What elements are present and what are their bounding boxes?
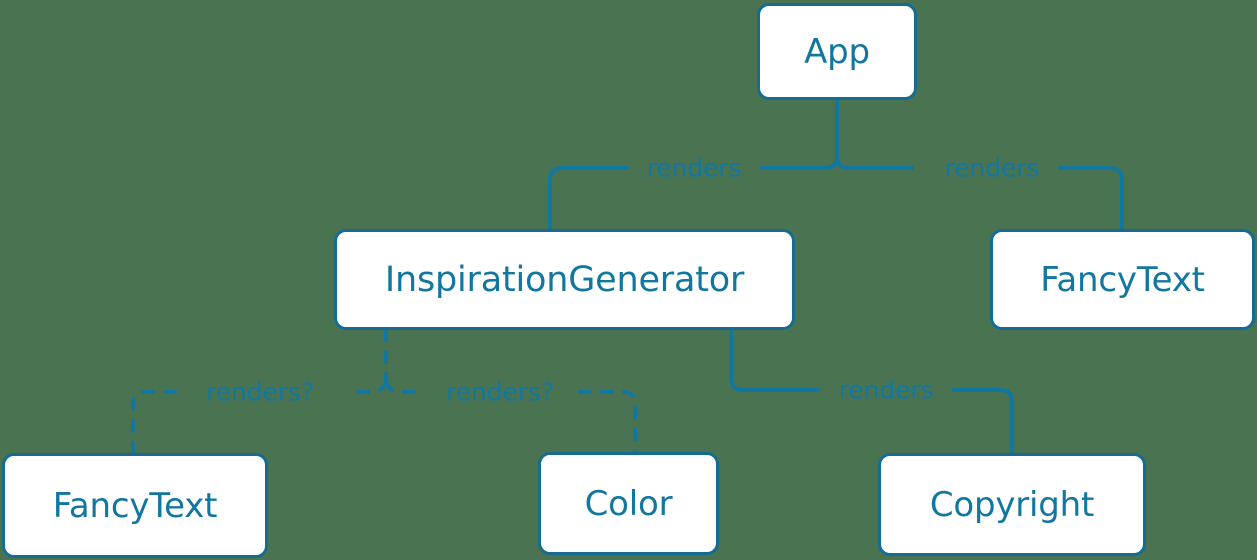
node-inspirationgenerator[interactable]: InspirationGenerator bbox=[334, 229, 795, 330]
node-fancytext-bottom[interactable]: FancyText bbox=[2, 453, 268, 558]
node-color[interactable]: Color bbox=[538, 452, 719, 555]
node-fancytext-right[interactable]: FancyText bbox=[990, 229, 1255, 330]
edge-label-app-inspirationgenerator: renders bbox=[646, 153, 742, 183]
edge-inspirationgenerator-to-copyright bbox=[729, 328, 1014, 455]
edge-label-app-fancytext: renders bbox=[944, 153, 1040, 183]
node-app[interactable]: App bbox=[757, 3, 917, 100]
edge-inspirationgenerator-to-color bbox=[384, 380, 637, 454]
edge-label-inspirationgenerator-fancytext: renders? bbox=[206, 377, 314, 407]
node-copyright[interactable]: Copyright bbox=[878, 453, 1146, 556]
edge-label-inspirationgenerator-copyright: renders bbox=[838, 375, 934, 405]
edge-app-to-fancytext-right bbox=[835, 158, 1124, 231]
edge-label-inspirationgenerator-color: renders? bbox=[446, 377, 554, 407]
